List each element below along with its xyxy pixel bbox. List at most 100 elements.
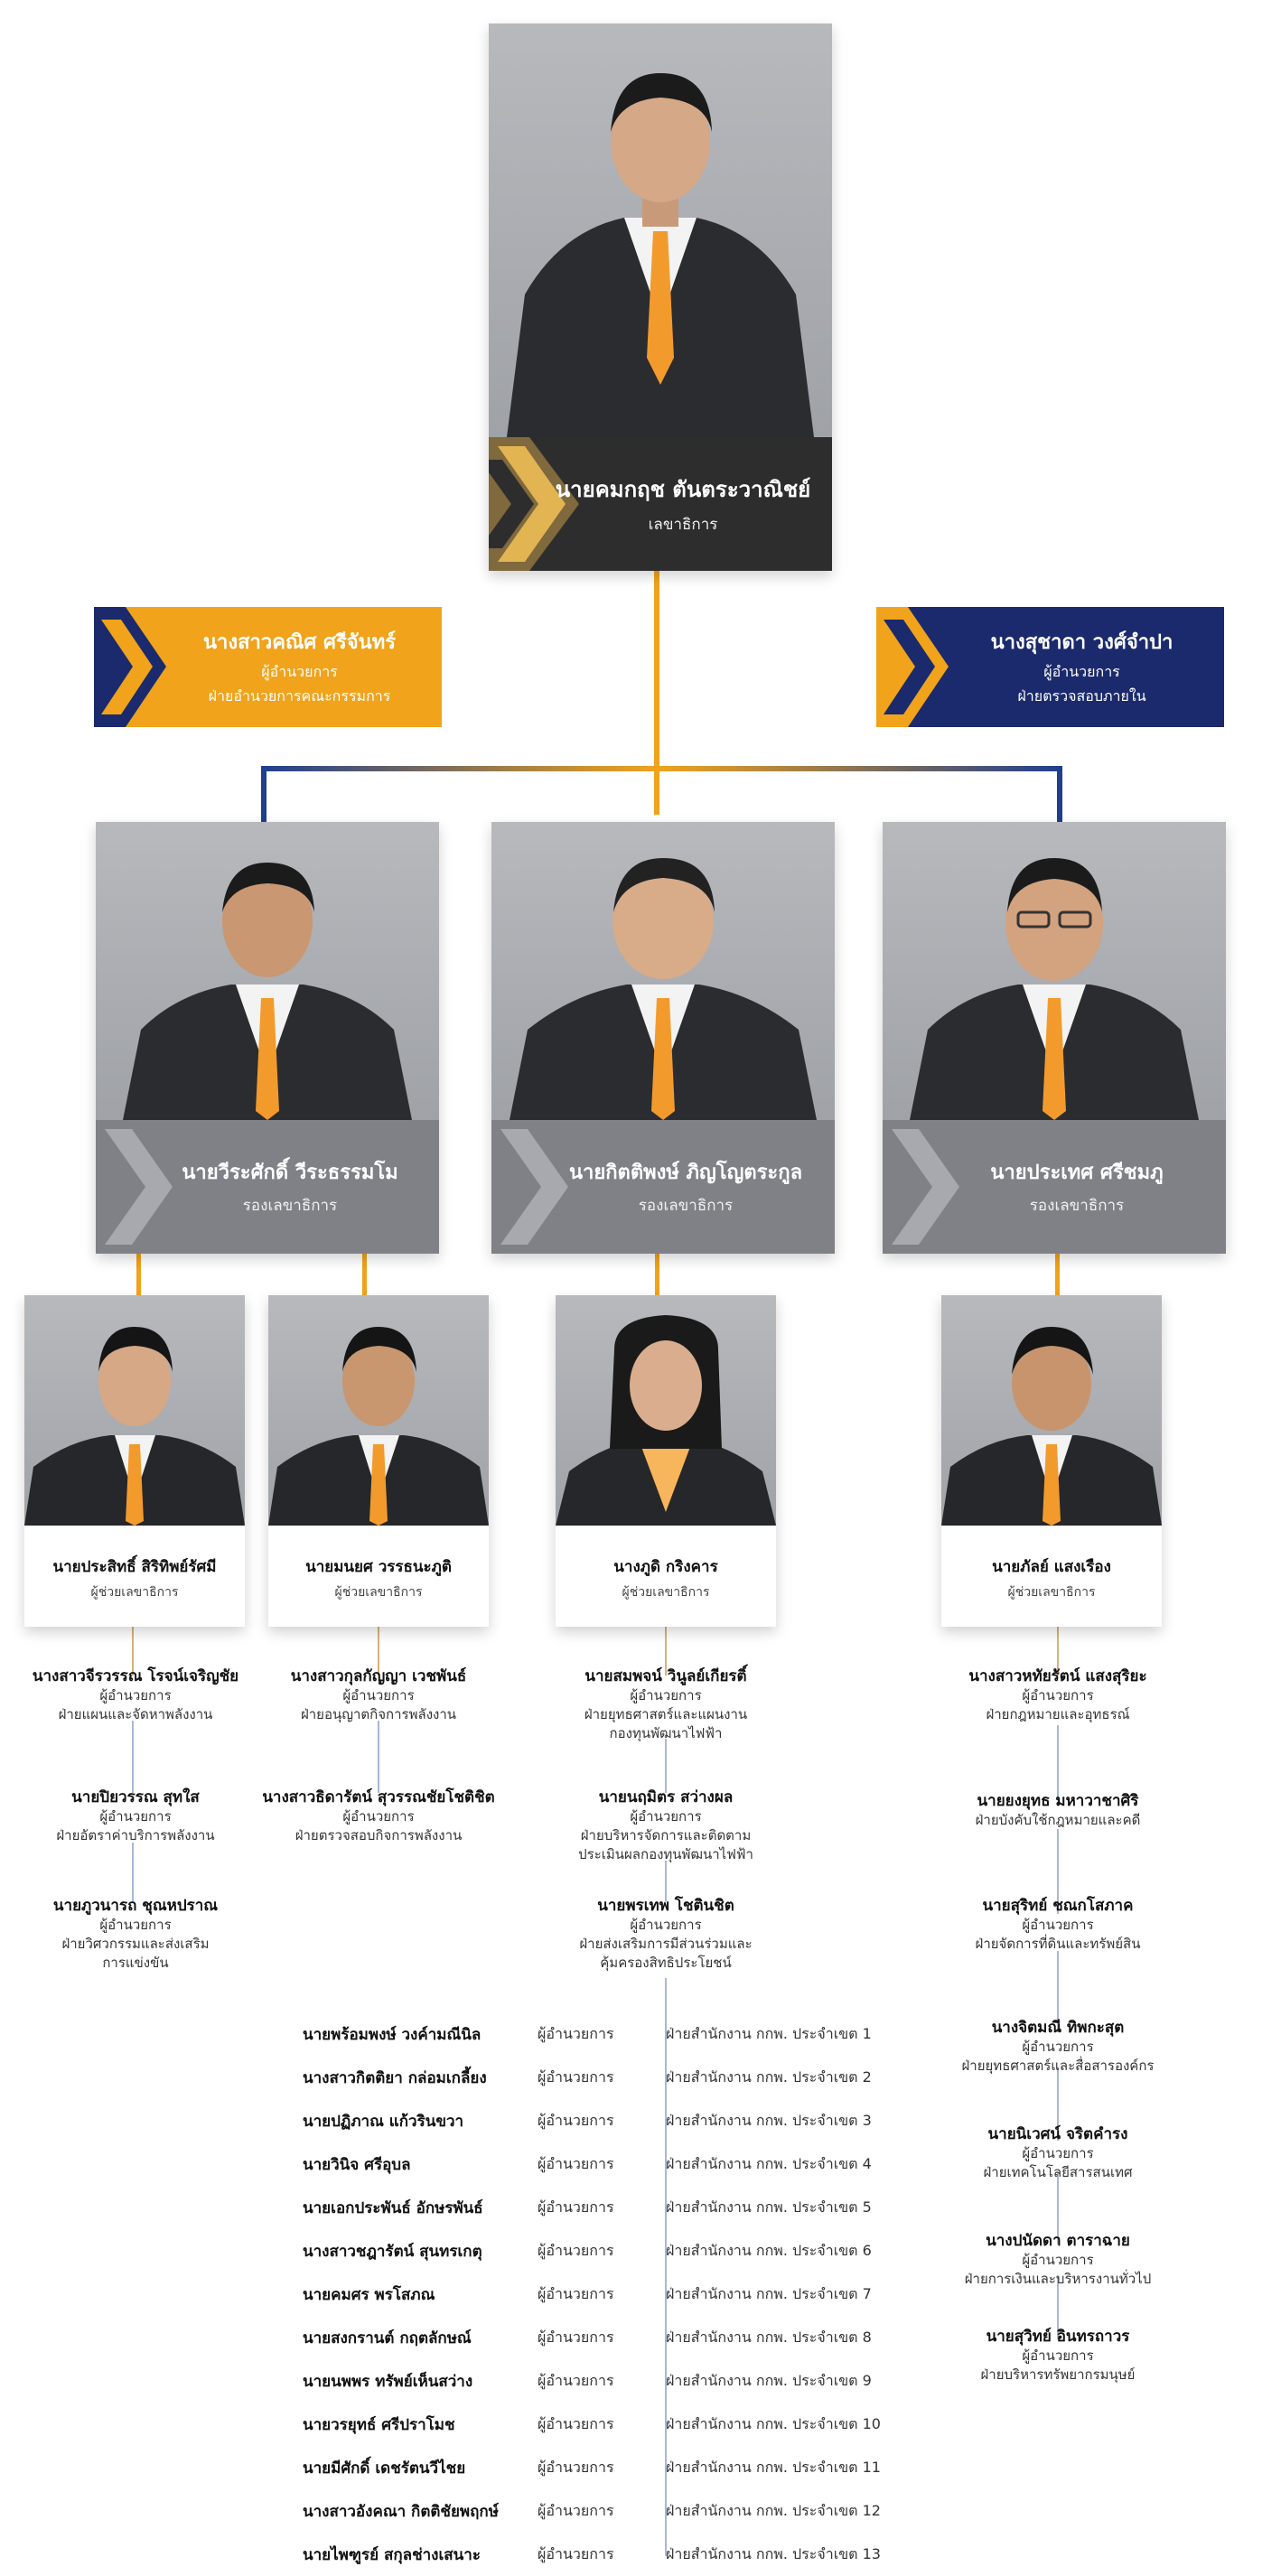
director-name: นางสาวกุลกัญญา เวชพันธ์ <box>290 1667 467 1685</box>
connector-col3 <box>665 1627 667 1675</box>
assistant-position: ผู้ช่วยเลขาธิการ <box>1007 1585 1096 1600</box>
connector-col1 <box>132 1627 134 1675</box>
person-silhouette-icon <box>556 1315 776 1526</box>
table-row: นายคมศร พรโสภณผู้อำนวยการฝ่ายสำนักงาน กก… <box>303 2273 881 2316</box>
director-line: ผู้อำนวยการ <box>1022 1917 1094 1933</box>
person-silhouette-icon <box>268 1327 489 1526</box>
regional-name: นายมีศักดิ์ เดชรัตนวีไชย <box>303 2459 466 2478</box>
regional-position: ผู้อำนวยการ <box>538 2067 614 2086</box>
regional-name: นางสาวกิตติยา กล่อมเกลี้ยง <box>303 2068 487 2087</box>
assistant-card-1: นายประสิทธิ์ สิริทิพย์รัศมี ผู้ช่วยเลขาธ… <box>24 1295 245 1627</box>
regional-position: ผู้อำนวยการ <box>538 2024 614 2042</box>
director-entry: นายสุวิทย์ อินทรถาวร ผู้อำนวยการ ฝ่ายบริ… <box>922 2328 1193 2385</box>
chevron-decor-icon <box>883 1129 959 1245</box>
person-silhouette-icon <box>910 858 1199 1120</box>
director-line: ผู้อำนวยการ <box>342 1687 415 1703</box>
regional-position: ผู้อำนวยการ <box>538 2198 614 2216</box>
person-silhouette-icon <box>507 73 814 437</box>
regional-position: ผู้อำนวยการ <box>538 2328 614 2346</box>
deputy-card-1: นายวีระศักดิ์ วีระธรรมโม รองเลขาธิการ <box>96 822 439 1254</box>
director-entry: นายภูวนารถ ชุณหปราณ ผู้อำนวยการ ฝ่ายวิศว… <box>9 1897 262 1973</box>
person-silhouette-icon <box>510 858 817 1120</box>
director-line: ผู้อำนวยการ <box>1022 2039 1094 2055</box>
table-row: นายปฏิภาณ แก้วรินขวา ผู้อำนวยการ ฝ่ายสำนัก… <box>303 2099 881 2142</box>
regional-dept: ฝ่ายสำนักงาน กกพ. ประจำเขต 1 <box>666 2024 872 2042</box>
director-name: นางสาวหทัยรัตน์ แสงสุริยะ <box>968 1667 1147 1685</box>
director-line: ฝ่ายวิศวกรรมและส่งเสริม <box>61 1936 210 1952</box>
regional-dept: ฝ่ายสำนักงาน กกพ. ประจำเขต 6 <box>666 2241 872 2259</box>
director-entry: นายปิยวรรณ สุทใส ผู้อำนวยการ ฝ่ายอัตราค่… <box>9 1788 262 1845</box>
assistant-name: นางภูดิ กริงคาร <box>613 1558 718 1576</box>
director-name: นายยงยุทธ มหาวาชาศิริ <box>977 1792 1139 1810</box>
director-name: นายภูวนารถ ชุณหปราณ <box>52 1897 219 1915</box>
director-line: ฝ่ายเทคโนโลยีสารสนเทศ <box>983 2164 1133 2180</box>
director-line: ผู้อำนวยการ <box>99 1917 172 1933</box>
regional-position: ผู้อำนวยการ <box>538 2501 614 2519</box>
regional-name: นายคมศร พรโสภณ <box>303 2285 435 2304</box>
director-line: ฝ่ายอนุญาตกิจการพลังงาน <box>300 1706 457 1722</box>
director-entry: นางสาวจีรวรรณ โรจน์เจริญชัย ผู้อำนวยการ … <box>9 1667 262 1724</box>
director-line: ผู้อำนวยการ <box>1022 2252 1094 2268</box>
portrait-photo <box>556 1295 776 1526</box>
regional-position: ผู้อำนวยการ <box>538 2544 614 2562</box>
director-line: ประเมินผลกองทุนพัฒนาไฟฟ้า <box>578 1846 753 1862</box>
director-name: นางสาวจีรวรรณ โรจน์เจริญชัย <box>32 1667 239 1685</box>
person-silhouette-icon <box>123 863 412 1120</box>
regional-dept: ฝ่ายสำนักงาน กกพ. ประจำเขต 3 <box>666 2111 872 2129</box>
connector-dep2-a3 <box>655 1254 659 1295</box>
director-line: คุ้มครองสิทธิประโยชน์ <box>600 1955 732 1971</box>
connector-dep1-a1 <box>136 1254 141 1295</box>
regional-name: นายปฏิภาณ แก้วรินขวา <box>303 2112 464 2131</box>
assistant-name-bar: นายภัลย์ แสงเรือง ผู้ช่วยเลขาธิการ <box>941 1526 1162 1627</box>
regional-position: ผู้อำนวยการ <box>538 2284 614 2302</box>
regional-position: ผู้อำนวยการ <box>538 2111 614 2129</box>
deputy-name: นายกิตติพงษ์ ภิญโญตระกูล <box>568 1162 803 1184</box>
deputy-card-2: นายกิตติพงษ์ ภิญโญตระกูล รองเลขาธิการ <box>491 822 835 1254</box>
connector-col4f <box>1057 2172 1059 2245</box>
regional-position: ผู้อำนวยการ <box>538 2414 614 2432</box>
assistant-position: ผู้ช่วยเลขาธิการ <box>90 1585 179 1600</box>
chevron-decor-icon <box>876 607 949 727</box>
portrait-photo <box>941 1295 1162 1526</box>
director-line: ฝ่ายตรวจสอบกิจการพลังงาน <box>295 1827 463 1843</box>
connector-dep1-a2 <box>362 1254 367 1295</box>
director-entry: นายนิเวศน์ จริตคำรง ผู้อำนวยการ ฝ่ายเทคโ… <box>922 2125 1193 2182</box>
regional-dept: ฝ่ายสำนักงาน กกพ. ประจำเขต 5 <box>666 2198 872 2216</box>
director-line: ผู้อำนวยการ <box>1022 2145 1094 2161</box>
table-row: นายวินิจ ศรีอุบลผู้อำนวยการฝ่ายสำนักงาน … <box>303 2142 881 2186</box>
left-flag-dept: ฝ่ายอำนวยการคณะกรรมการ <box>208 687 391 705</box>
chevron-decor-icon <box>489 437 579 571</box>
director-line: ฝ่ายส่งเสริมการมีส่วนร่วมและ <box>579 1936 753 1952</box>
director-name: นางสาวธิดารัตน์ สุวรรณชัยโชติชิต <box>262 1788 495 1806</box>
deputy-position: รองเลขาธิการ <box>1029 1197 1125 1215</box>
director-line: การแข่งขัน <box>102 1955 169 1971</box>
director-name: นายสมพจน์ วินูลย์เกียรติ์ <box>584 1667 747 1685</box>
director-name: นายปิยวรรณ สุทใส <box>71 1788 200 1806</box>
regional-dept: ฝ่ายสำนักงาน กกพ. ประจำเขต 2 <box>666 2067 872 2086</box>
right-flag-name: นางสุชาดา วงศ์จำปา <box>990 631 1173 654</box>
director-entry: นางปนัดดา ตาราฉาย ผู้อำนวยการ ฝ่ายการเงิ… <box>922 2232 1193 2289</box>
director-entry: นางสาวธิดารัตน์ สุวรรณชัยโชติชิต ผู้อำนว… <box>252 1788 505 1845</box>
director-line: ฝ่ายยุทธศาสตร์และสื่อสารองค์กร <box>961 2058 1155 2074</box>
regional-position: ผู้อำนวยการ <box>538 2241 614 2259</box>
connector-horizontal-right <box>657 766 1062 771</box>
director-name: นายนิเวศน์ จริตคำรง <box>987 2125 1128 2143</box>
director-entry: นายสุริทย์ ชณกโสภาค ผู้อำนวยการ ฝ่ายจัดก… <box>922 1897 1193 1954</box>
table-row: นางสาวอังคณา กิตติชัยพฤกษ์ผู้อำนวยการฝ่า… <box>303 2489 881 2533</box>
assistant-card-4: นายภัลย์ แสงเรือง ผู้ช่วยเลขาธิการ <box>941 1295 1162 1627</box>
regional-name: นางสาวอังคณา กิตติชัยพฤกษ์ <box>303 2502 499 2521</box>
chevron-decor-icon <box>94 607 166 727</box>
assistant-name: นายมนยศ วรรธนะภูติ <box>305 1558 452 1576</box>
chevron-decor-icon <box>96 1129 173 1245</box>
director-line: ผู้อำนวยการ <box>1022 2347 1094 2364</box>
assistant-position: ผู้ช่วยเลขาธิการ <box>334 1585 423 1600</box>
top-position: เลขาธิการ <box>648 516 718 534</box>
regional-name: นายวรยุทธ์ ศรีปราโมช <box>303 2415 455 2434</box>
person-silhouette-icon <box>24 1327 245 1526</box>
connector-col3b <box>665 1739 667 1793</box>
regional-name: นายนพพร ทรัพย์เห็นสว่าง <box>303 2372 473 2391</box>
director-entry: นายยงยุทธ มหาวาชาศิริ ฝ่ายบังคับใช้กฎหมา… <box>922 1792 1193 1830</box>
left-director-flag: นางสาวคณิศ ศรีจันทร์ ผู้อำนวยการ ฝ่ายอำน… <box>94 607 442 727</box>
director-line: ฝ่ายยุทธศาสตร์และแผนงาน <box>584 1706 748 1722</box>
portrait-photo <box>883 822 1226 1120</box>
